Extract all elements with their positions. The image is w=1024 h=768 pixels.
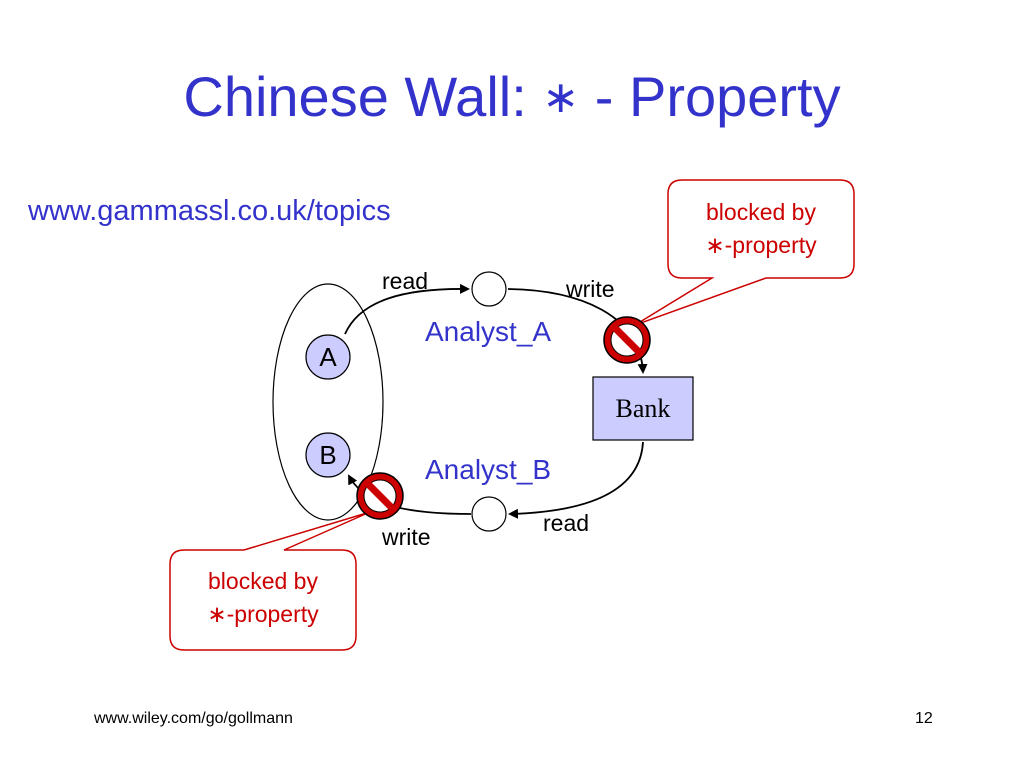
node-b [305, 432, 351, 478]
top-write-label: write [566, 276, 615, 302]
callout-top-text: blocked by ∗-property [670, 196, 852, 262]
page-number: 12 [915, 710, 933, 727]
callout-bottom-line1: blocked by [208, 568, 318, 594]
bank-box [592, 376, 694, 441]
bottom-read-label: read [543, 510, 590, 536]
company-group-ellipse [272, 283, 384, 521]
title-suffix: - Property [579, 65, 841, 128]
bank-label: Bank [615, 394, 671, 423]
title-star: ∗ [542, 72, 580, 123]
node-a [305, 334, 351, 380]
title-prefix: Chinese Wall: [183, 65, 543, 128]
object-circle-top [471, 271, 507, 307]
bottom-write-label: write [382, 524, 431, 550]
callout-bottom-bubble [169, 511, 371, 651]
slide-title: Chinese Wall: ∗ - Property [0, 62, 1024, 133]
callout-bottom-line2: ∗-property [207, 601, 319, 627]
top-read-label: read [382, 268, 429, 294]
blocked-sign-icon [603, 316, 651, 364]
node-a-label: A [319, 342, 337, 372]
callout-bottom-text: blocked by ∗-property [172, 565, 354, 631]
callout-top-line1: blocked by [706, 199, 816, 225]
footer-url: www.wiley.com/go/gollmann [94, 710, 293, 727]
analyst-b-label: Analyst_B [425, 454, 552, 485]
callout-top-bubble [634, 179, 855, 326]
reference-url: www.gammassl.co.uk/topics [28, 195, 391, 227]
callout-top-line2: ∗-property [705, 232, 817, 258]
object-circle-bottom [471, 496, 507, 532]
analyst-a-label: Analyst_A [425, 316, 552, 347]
blocked-sign-icon [356, 472, 404, 520]
node-b-label: B [319, 440, 337, 470]
read-arrow-top [344, 283, 470, 335]
read-arrow-bottom [508, 441, 644, 519]
